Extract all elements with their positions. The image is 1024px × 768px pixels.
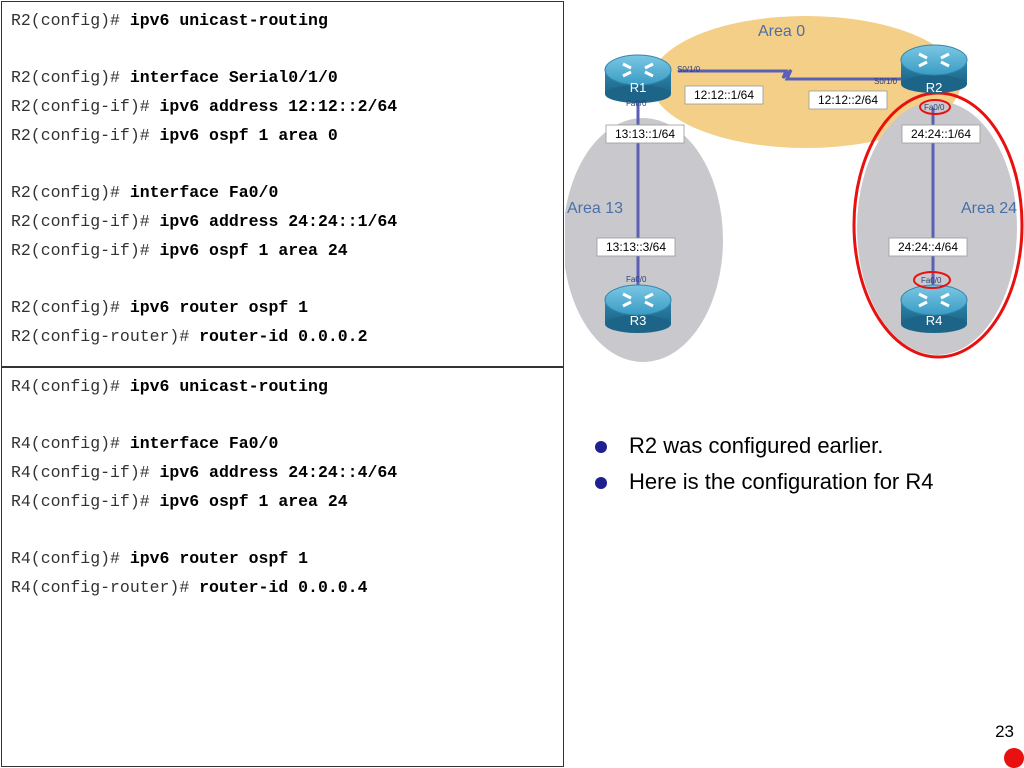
cli-prompt: R2(config-router)# xyxy=(11,326,200,346)
cli-command: ipv6 unicast-routing xyxy=(129,377,328,396)
cli-command: interface Fa0/0 xyxy=(129,434,279,454)
r2-fa-address-box: 24:24::1/64 xyxy=(901,124,981,144)
ospf-topology-diagram: Area 0 Area 13 Area 24 R1 R2 R3 R4 S0/1/… xyxy=(565,16,1024,362)
config-line: R2(config-if)# ipv6 ospf 1 area 24 xyxy=(11,237,397,266)
cli-command: ipv6 address 24:24::1/64 xyxy=(159,211,398,231)
config-line: R2(config-if)# ipv6 address 24:24::1/64 xyxy=(11,208,397,237)
config-line: R2(config)# ipv6 router ospf 1 xyxy=(11,294,397,323)
config-line xyxy=(11,150,397,179)
r1-fa-address: 13:13::1/64 xyxy=(615,127,675,141)
config-line: R4(config)# interface Fa0/0 xyxy=(11,430,397,459)
serial-link xyxy=(678,68,901,81)
config-line: R4(config-if)# ipv6 address 24:24::4/64 xyxy=(11,459,397,488)
cli-command: ipv6 ospf 1 area 24 xyxy=(159,240,348,260)
cli-prompt: R2(config-if)# xyxy=(11,211,160,231)
cli-prompt: R4(config)# xyxy=(11,549,130,569)
cli-prompt: R2(config-if)# xyxy=(11,125,160,145)
config-line xyxy=(11,265,397,294)
cli-prompt: R4(config-router)# xyxy=(11,577,200,597)
router-r3-label: R3 xyxy=(630,313,647,328)
area-0-label: Area 0 xyxy=(758,23,805,40)
r1-fa-address-box: 13:13::1/64 xyxy=(605,124,685,144)
cli-prompt: R4(config-if)# xyxy=(11,491,160,511)
r3-fa-address-box: 13:13::3/64 xyxy=(596,237,676,257)
area-24-label: Area 24 xyxy=(961,200,1017,217)
page-number: 23 xyxy=(995,722,1014,741)
cli-prompt: R4(config)# xyxy=(11,377,130,396)
config-line: R2(config-router)# router-id 0.0.0.2 xyxy=(11,323,397,352)
bullet-text: R2 was configured earlier. xyxy=(629,433,884,458)
cli-command: router-id 0.0.0.2 xyxy=(199,326,368,346)
r3-fa-interface: Fa0/0 xyxy=(626,275,647,284)
router-r3[interactable]: R3 xyxy=(604,284,672,333)
r3-fa-address: 13:13::3/64 xyxy=(606,240,666,254)
cli-prompt: R4(config-if)# xyxy=(11,463,160,483)
cli-command: ipv6 router ospf 1 xyxy=(129,297,309,317)
cli-prompt: R2(config-if)# xyxy=(11,240,160,260)
r4-fa-highlight xyxy=(913,271,951,289)
area-24-highlight xyxy=(852,91,1024,359)
r4-fa-address-box: 24:24::4/64 xyxy=(888,237,968,257)
r2-fa-interface: Fa0/0 xyxy=(924,103,945,112)
router-r4[interactable]: R4 xyxy=(900,284,968,333)
cli-command: interface Serial0/1/0 xyxy=(129,68,338,88)
r1-serial-address-box: 12:12::1/64 xyxy=(684,85,764,105)
config-line: R4(config-router)# router-id 0.0.0.4 xyxy=(11,574,397,603)
router-r4-label: R4 xyxy=(926,313,943,328)
area-0-shape xyxy=(651,16,961,148)
router-r2-label: R2 xyxy=(926,80,943,95)
bullet-text: Here is the configuration for R4 xyxy=(629,469,934,494)
config-line: R2(config)# ipv6 unicast-routing xyxy=(11,7,397,36)
r1-serial-address: 12:12::1/64 xyxy=(694,88,754,102)
cli-command: ipv6 address 12:12::2/64 xyxy=(159,97,398,117)
cli-command: router-id 0.0.0.4 xyxy=(199,577,368,597)
bullet-dot-icon xyxy=(595,477,607,489)
area-13-label: Area 13 xyxy=(567,200,623,217)
config-line: R2(config-if)# ipv6 address 12:12::2/64 xyxy=(11,93,397,122)
config-line xyxy=(11,516,397,545)
cli-command: ipv6 ospf 1 area 24 xyxy=(159,491,348,511)
r4-fa-address: 24:24::4/64 xyxy=(898,240,958,254)
cli-command: interface Fa0/0 xyxy=(129,183,279,203)
cli-prompt: R2(config)# xyxy=(11,68,130,88)
red-dot-icon xyxy=(1004,748,1024,768)
r2-fa-address: 24:24::1/64 xyxy=(911,127,971,141)
r4-fa-interface: Fa0/0 xyxy=(921,276,942,285)
config-line: R2(config)# interface Serial0/1/0 xyxy=(11,64,397,93)
r2-serial-address: 12:12::2/64 xyxy=(818,93,878,107)
bullet-item: Here is the configuration for R4 xyxy=(592,469,972,495)
cli-prompt: R2(config)# xyxy=(11,297,130,317)
config-line: R2(config)# interface Fa0/0 xyxy=(11,179,397,208)
cli-command: ipv6 address 24:24::4/64 xyxy=(159,463,398,483)
r1-serial-interface: S0/1/0 xyxy=(677,65,701,74)
config-line xyxy=(11,402,397,431)
config-line: R4(config)# ipv6 router ospf 1 xyxy=(11,545,397,574)
cli-command: ipv6 ospf 1 area 0 xyxy=(159,125,338,145)
config-line xyxy=(11,36,397,65)
config-line: R2(config-if)# ipv6 ospf 1 area 0 xyxy=(11,122,397,151)
r2-serial-address-box: 12:12::2/64 xyxy=(808,90,888,110)
cli-prompt: R2(config)# xyxy=(11,183,130,203)
router-r2[interactable]: R2 xyxy=(900,44,968,95)
cli-prompt: R2(config-if)# xyxy=(11,97,160,117)
config-line: R4(config)# ipv6 unicast-routing xyxy=(11,373,397,402)
r2-serial-interface: S0/1/0 xyxy=(874,77,898,86)
r2-fa-highlight xyxy=(919,99,951,115)
bullet-item: R2 was configured earlier. xyxy=(592,433,972,459)
bullet-list: R2 was configured earlier. Here is the c… xyxy=(592,433,972,505)
r1-fa-interface: Fa0/0 xyxy=(626,99,647,108)
cli-prompt: R2(config)# xyxy=(11,11,130,30)
config-line: R4(config-if)# ipv6 ospf 1 area 24 xyxy=(11,488,397,517)
area-24-shape xyxy=(857,101,1017,355)
cli-prompt: R4(config)# xyxy=(11,434,130,454)
cli-command: ipv6 unicast-routing xyxy=(129,11,328,30)
router-r1[interactable]: R1 xyxy=(604,54,672,103)
router-r1-label: R1 xyxy=(630,80,647,95)
cli-command: ipv6 router ospf 1 xyxy=(129,549,309,569)
bullet-dot-icon xyxy=(595,441,607,453)
